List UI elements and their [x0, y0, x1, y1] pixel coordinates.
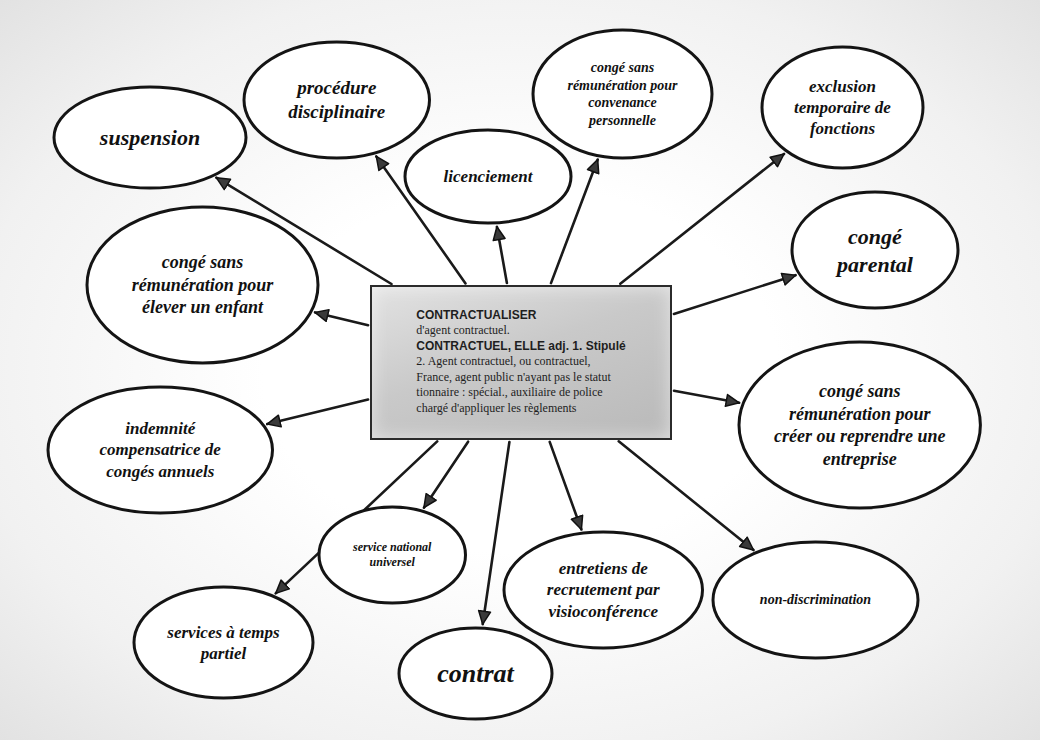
- oval-outline: [531, 28, 714, 160]
- topic-label: contrat: [421, 657, 531, 690]
- oval-line: [713, 542, 918, 658]
- text-holder: non-discrimination: [741, 591, 891, 609]
- topic-oval: congé parental: [790, 190, 960, 310]
- topic-oval: licenciement: [403, 128, 573, 225]
- text-holder: suspension: [80, 124, 220, 152]
- oval-line: [87, 207, 318, 363]
- dictionary-line: 2. Agent contractuel, ou contractuel,: [416, 355, 625, 371]
- topic-label: services à temps partiel: [159, 621, 289, 664]
- oval-line: [244, 42, 430, 158]
- oval-line: [399, 628, 552, 719]
- dictionary-line: tionnaire : spécial., auxiliaire de poli…: [416, 386, 625, 402]
- dictionary-line: France, agent public n'ayant pas le stat…: [416, 370, 625, 386]
- arrow-connector: [674, 275, 796, 314]
- arrow-connector: [619, 441, 754, 550]
- topic-oval: non-discrimination: [711, 540, 920, 660]
- text-holder: contrat: [421, 657, 531, 690]
- topic-label: licenciement: [428, 166, 548, 187]
- oval-line: [48, 387, 273, 513]
- topic-label: exclusion temporaire de fonctions: [785, 76, 900, 140]
- text-holder: procédure disciplinaire: [269, 76, 404, 124]
- text-holder: services à temps partiel: [159, 621, 289, 664]
- oval-line: [739, 342, 980, 508]
- arrow-connector: [315, 312, 368, 325]
- dictionary-line: chargé d'appliquer les règlements: [416, 401, 625, 417]
- oval-line: [762, 47, 923, 168]
- oval-line: [54, 87, 246, 188]
- topic-oval: indemnité compensatrice de congés annuel…: [46, 385, 275, 515]
- text-holder: congé sans rémunération pour créer ou re…: [771, 380, 949, 470]
- topic-label: congé sans rémunération pour convenance …: [558, 59, 688, 129]
- text-holder: CONTRACTUALISERd'agent contractuel.CONTR…: [416, 308, 625, 417]
- text-holder: exclusion temporaire de fonctions: [785, 76, 900, 140]
- arrow-connector: [267, 400, 368, 425]
- topic-label: congé parental: [823, 223, 928, 278]
- oval-line: [405, 130, 571, 223]
- oval-outline: [790, 190, 960, 310]
- oval-outline: [132, 585, 315, 700]
- topic-label: congé sans rémunération pour élever un e…: [118, 251, 288, 319]
- oval-line: [134, 587, 313, 698]
- topic-oval: services à temps partiel: [132, 585, 315, 700]
- arrow-connector: [424, 442, 468, 508]
- topic-oval: contrat: [397, 626, 554, 721]
- topic-label: suspension: [80, 124, 220, 152]
- topic-oval: exclusion temporaire de fonctions: [760, 45, 925, 170]
- central-definition-box: CONTRACTUALISERd'agent contractuel.CONTR…: [370, 285, 672, 440]
- topic-oval: congé sans rémunération pour convenance …: [531, 28, 714, 160]
- oval-outline: [242, 40, 432, 160]
- dictionary-line: CONTRACTUEL, ELLE adj. 1. Stipulé: [416, 339, 625, 355]
- arrow-connector: [620, 154, 784, 284]
- topic-oval: entretiens de recrutement par visioconfé…: [502, 530, 705, 650]
- text-holder: congé parental: [823, 223, 928, 278]
- text-holder: congé sans rémunération pour élever un e…: [118, 251, 288, 319]
- topic-oval: suspension: [52, 85, 248, 190]
- oval-outline: [737, 340, 982, 510]
- topic-oval: congé sans rémunération pour élever un e…: [85, 205, 320, 365]
- oval-line: [792, 192, 958, 308]
- arrow-connector: [497, 227, 507, 283]
- topic-label: non-discrimination: [741, 591, 891, 609]
- topic-oval: congé sans rémunération pour créer ou re…: [737, 340, 982, 510]
- arrow-connector: [674, 391, 739, 403]
- text-holder: service national universel: [340, 540, 445, 570]
- text-holder: indemnité compensatrice de congés annuel…: [78, 418, 243, 482]
- topic-label: congé sans rémunération pour créer ou re…: [771, 380, 949, 470]
- oval-line: [533, 30, 712, 158]
- text-holder: entretiens de recrutement par visioconfé…: [531, 558, 676, 622]
- text-holder: licenciement: [428, 166, 548, 187]
- topic-label: entretiens de recrutement par visioconfé…: [531, 558, 676, 622]
- topic-label: service national universel: [340, 540, 445, 570]
- topic-oval: service national universel: [317, 505, 468, 605]
- dictionary-line: CONTRACTUALISER: [416, 308, 625, 324]
- dictionary-line: d'agent contractuel.: [416, 324, 625, 340]
- topic-label: procédure disciplinaire: [269, 76, 404, 124]
- oval-line: [504, 532, 703, 648]
- topic-label: indemnité compensatrice de congés annuel…: [78, 418, 243, 482]
- topic-oval: procédure disciplinaire: [242, 40, 432, 160]
- arrow-connector: [550, 442, 582, 530]
- oval-line: [319, 507, 466, 603]
- text-holder: congé sans rémunération pour convenance …: [558, 59, 688, 129]
